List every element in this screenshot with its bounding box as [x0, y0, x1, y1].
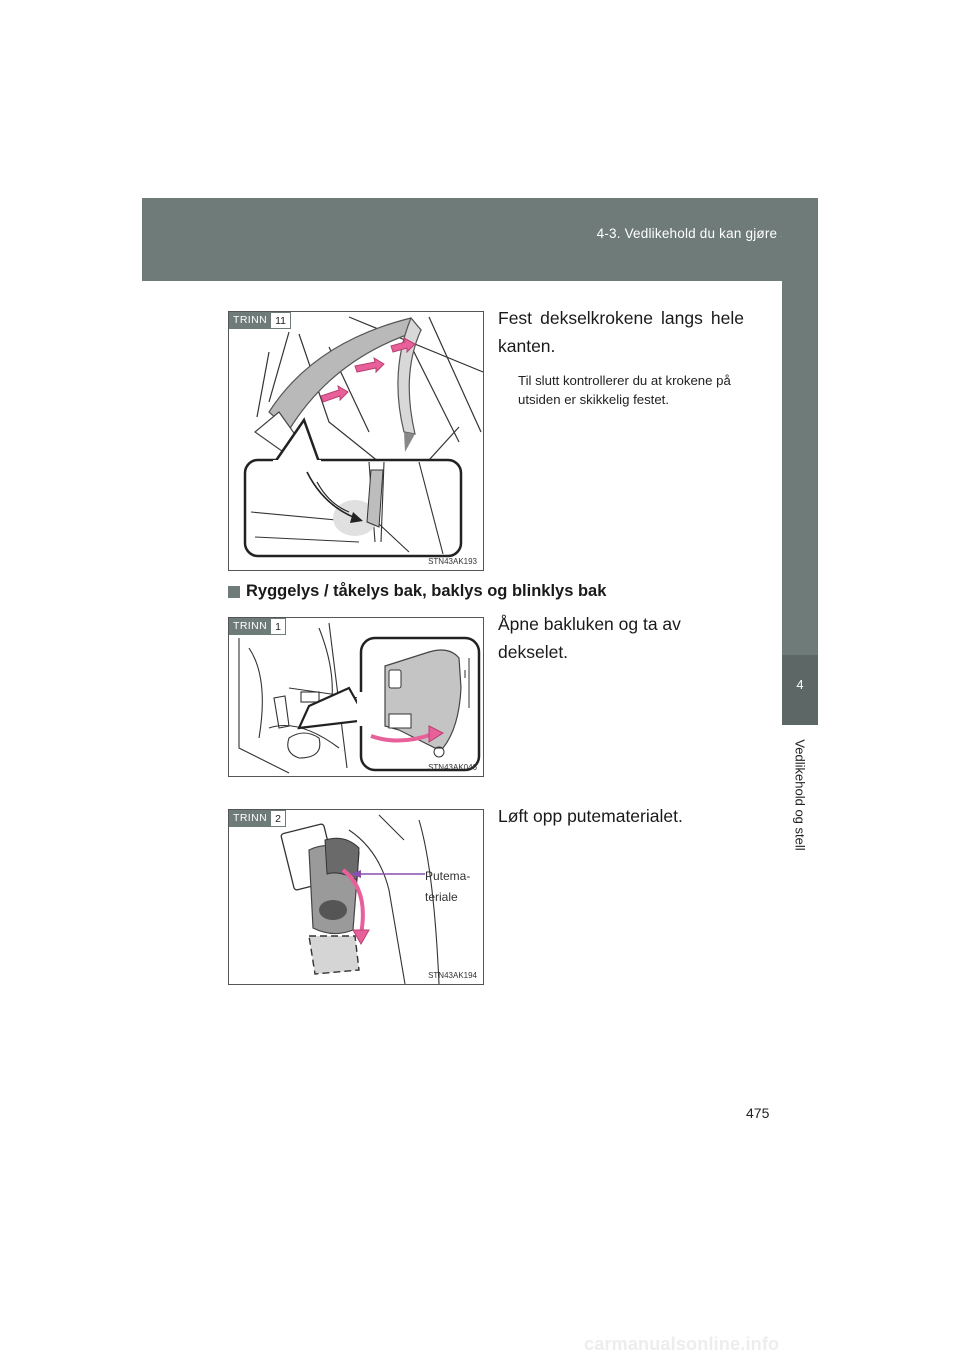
figure-code: STN43AK193	[428, 557, 477, 566]
step-badge: TRINN 2	[229, 810, 286, 827]
chapter-side-tab	[782, 198, 818, 725]
step-1-text-block: Åpne bakluken og ta av dekselet.	[498, 610, 744, 666]
padding-material-illustration	[280, 814, 440, 984]
step-number: 11	[271, 312, 291, 329]
section-heading: Ryggelys / tåkelys bak, baklys og blinkl…	[228, 582, 606, 601]
cover-hooks-illustration	[243, 316, 483, 558]
watermark: carmanualsonline.info	[584, 1334, 780, 1354]
figure-step-11: TRINN 11	[228, 311, 484, 571]
figure-code: STN43AK194	[428, 971, 477, 980]
header-band: 4-3. Vedlikehold du kan gjøre selv	[142, 198, 818, 281]
figure-step-2: TRINN 2 Putema- teriale STN43AK194	[228, 809, 484, 985]
step-badge: TRINN 1	[229, 618, 286, 635]
chapter-number: 4	[796, 677, 804, 692]
step-note: Til slutt kontrollerer du at krokene på …	[518, 373, 731, 407]
step-number: 1	[271, 618, 286, 635]
figure-step-1: TRINN 1 STN43AK046	[228, 617, 484, 777]
trunk-cover-illustration	[238, 622, 481, 774]
padding-callout-label: Putema- teriale	[425, 869, 471, 904]
chapter-label: Vedlikehold og stell	[792, 739, 808, 851]
chapter-tab-marker	[782, 655, 818, 725]
step-11-text-block: Fest dekselkrokene langs hele kanten. Ti…	[498, 304, 744, 409]
section-heading-text: Ryggelys / tåkelys bak, baklys og blinkl…	[246, 582, 607, 600]
section-title: 4-3. Vedlikehold du kan gjøre selv	[596, 226, 806, 241]
step-badge: TRINN 11	[229, 312, 291, 329]
figure-code: STN43AK046	[428, 763, 477, 772]
step-instruction: Fest dekselkrokene langs hele kanten.	[498, 308, 744, 356]
step-2-text-block: Løft opp putematerialet.	[498, 802, 744, 830]
square-bullet-icon	[228, 585, 240, 598]
step-number: 2	[271, 810, 286, 827]
page-number: 475	[746, 1105, 770, 1121]
step-instruction: Åpne bakluken og ta av dekselet.	[498, 614, 681, 662]
step-instruction: Løft opp putematerialet.	[498, 806, 683, 826]
